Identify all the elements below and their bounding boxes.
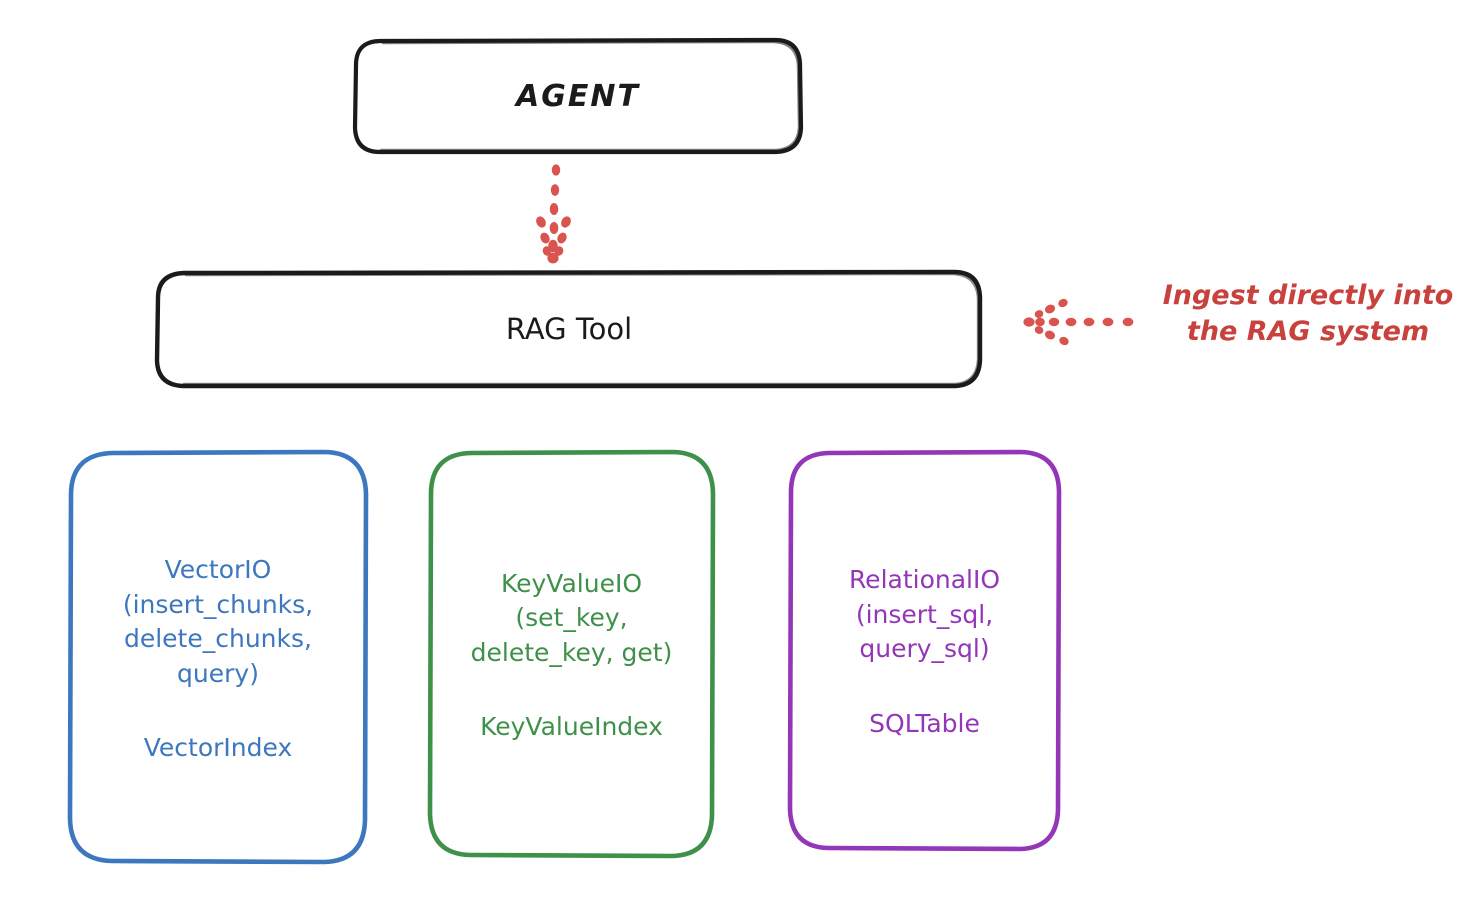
agent-to-rag-tool-arrow — [536, 164, 571, 264]
agent-box-sketch-overlay — [379, 40, 801, 152]
relational-io-api-label: RelationalIO (insert_sql, query_sql) — [848, 565, 1001, 664]
agent-node[interactable]: AGENT — [355, 40, 801, 153]
rag-tool-label: RAG Tool — [505, 312, 633, 346]
agent-label: AGENT — [516, 79, 640, 114]
vector-io-box-outline[interactable] — [67, 449, 369, 865]
rag-tool-box-sketch-overlay — [182, 272, 980, 386]
vector-io-impl-label: VectorIndex — [143, 733, 293, 762]
relational-io-impl-label: SQLTable — [869, 708, 980, 738]
key-value-io-impl-label: KeyValueIndex — [480, 712, 663, 742]
relational-io-box-outline[interactable] — [787, 449, 1062, 852]
key-value-io-box-outline[interactable] — [427, 449, 716, 859]
ingest-annotation-label: Ingest directly into the RAG system — [1162, 280, 1454, 347]
agent-box-outline[interactable] — [352, 37, 804, 155]
relational-io-node[interactable]: RelationalIO (insert_sql, query_sql) SQL… — [790, 452, 1059, 849]
key-value-io-node[interactable]: KeyValueIO (set_key, delete_key, get) Ke… — [430, 452, 713, 856]
key-value-io-api-label: KeyValueIO (set_key, delete_key, get) — [470, 568, 673, 667]
vector-io-node[interactable]: VectorIO (insert_chunks, delete_chunks, … — [70, 452, 366, 863]
ingest-to-rag-tool-arrow — [1023, 298, 1134, 346]
rag-tool-node[interactable]: RAG Tool — [157, 272, 981, 386]
vector-io-api-label: VectorIO (insert_chunks, delete_chunks, … — [122, 555, 314, 688]
rag-tool-box-outline[interactable] — [154, 269, 983, 389]
